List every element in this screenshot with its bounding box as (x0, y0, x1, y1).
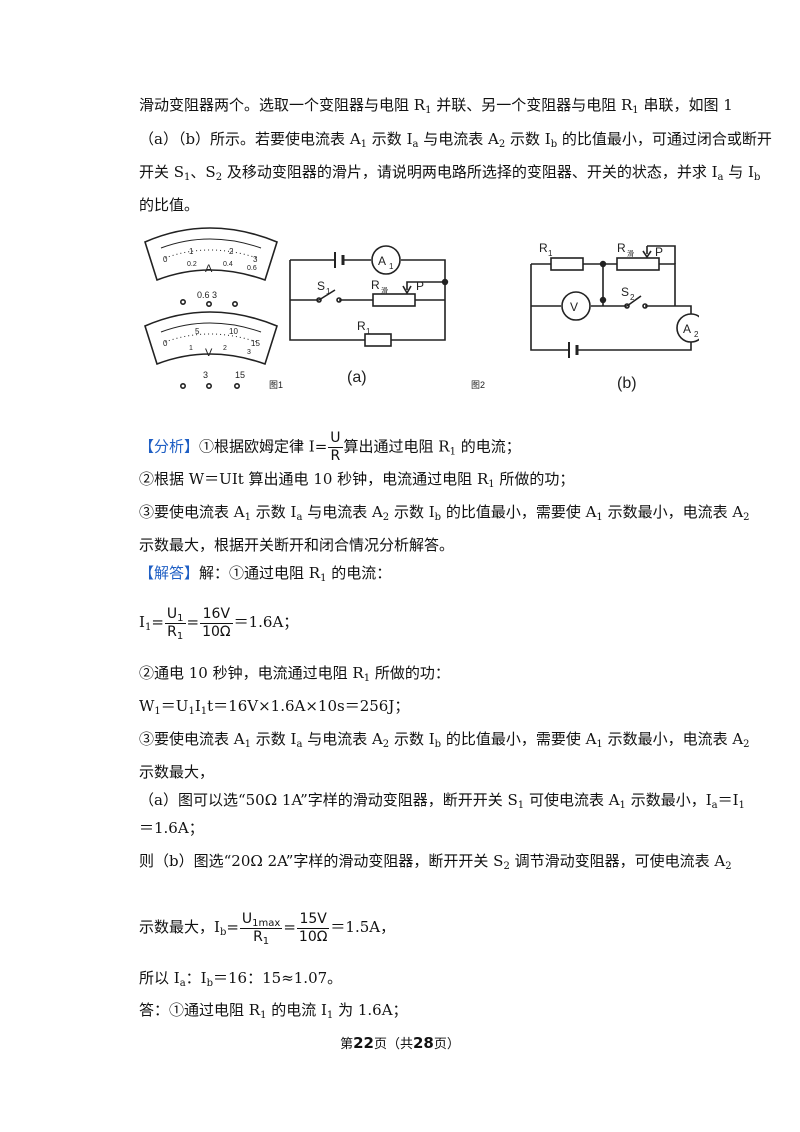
solution-line-2: ②通电 10 秒钟，电流通过电阻 R1 所做的功： (139, 664, 450, 684)
circuit-a-slider-label: P (416, 279, 424, 293)
solution-line-4: ③要使电流表 A1 示数 Ia 与电流表 A2 示数 Ib 的比值最小，需要使 … (139, 730, 750, 750)
circuit-a-resistor-label: R (357, 319, 366, 333)
ammeter-inner-2: 0.6 (247, 265, 257, 272)
analysis-line-3: ③要使电流表 A1 示数 Ia 与电流表 A2 示数 Ib 的比值最小，需要使 … (139, 503, 750, 523)
figure-2-label: 图2 (471, 380, 485, 390)
analysis-tag: 【分析】 (139, 437, 200, 456)
page-footer: 第22页（共28页） (340, 1034, 460, 1052)
circuit-a-ammeter: A (378, 254, 386, 268)
voltmeter-inner-2: 2 (223, 345, 227, 352)
svg-text:1: 1 (326, 287, 331, 296)
svg-text:2: 2 (694, 330, 699, 339)
page-number: 22 (353, 1034, 374, 1052)
voltmeter-inner-3: 3 (247, 349, 251, 356)
circuit-b-slider-label: P (655, 245, 663, 259)
circuit-a-label: (a) (347, 369, 367, 386)
problem-line-3: 开关 S1、S2 及移动变阻器的滑片，请说明两电路所选择的变阻器、开关的状态，并… (139, 163, 761, 183)
ammeter-scale-0: 0 (163, 255, 168, 264)
circuit-b-rheostat-label: R (617, 241, 626, 255)
ammeter-scale-3: 3 (253, 255, 258, 264)
circuit-b: R 1 R 滑 P V S 2 A 2 (b) (530, 241, 699, 392)
solution-line-6: （a）图可以选“50Ω 1A”字样的滑动变阻器，断开开关 S1 可使电流表 A1… (139, 791, 745, 811)
circuit-b-label: (b) (617, 375, 637, 392)
figure-1-label: 图1 (269, 380, 283, 390)
circuit-figures: 0 1 2 3 0.2 0.4 0.6 A 0.6 3 0 5 10 15 1 … (144, 227, 699, 392)
problem-line-4: 的比值。 (139, 196, 200, 214)
svg-text:滑: 滑 (381, 286, 388, 295)
voltmeter-scale-0: 0 (163, 339, 168, 348)
circuit-b-voltmeter: V (570, 300, 578, 314)
svg-text:2: 2 (630, 293, 635, 302)
svg-text:1: 1 (389, 262, 394, 271)
circuit-a: A 1 S 1 R 滑 P R 1 (a) (289, 245, 449, 386)
ammeter-scale-2: 2 (229, 247, 234, 256)
ammeter-letter: A (205, 263, 213, 275)
analysis-line-2: ②根据 W＝UIt 算出通电 10 秒钟，电流通过电阻 R1 所做的功； (139, 470, 575, 490)
analysis-line-4: 示数最大，根据开关断开和闭合情况分析解答。 (139, 536, 455, 554)
circuit-b-resistor-label: R (539, 241, 548, 255)
voltmeter-dial: 0 5 10 15 1 2 3 V 3 15 图1 (144, 311, 283, 390)
solution-line-5: 示数最大， (139, 763, 215, 781)
svg-text:1: 1 (366, 327, 371, 336)
ammeter-inner-0: 0.2 (187, 261, 197, 268)
svg-text:滑: 滑 (627, 249, 634, 258)
solution-line-8: 则（b）图选“20Ω 2A”字样的滑动变阻器，断开开关 S2 调节滑动变阻器，可… (139, 852, 732, 872)
page-total: 28 (413, 1034, 434, 1052)
solution-tag: 【解答】 (139, 564, 200, 582)
solution-line-3: W1＝U1I1t＝16V×1.6A×10s＝256J； (139, 697, 410, 717)
circuit-b-ammeter: A (683, 322, 691, 336)
circuit-a-rheostat-label: R (371, 278, 380, 292)
problem-line-2: （a）（b）所示。若要使电流表 A1 示数 Ia 与电流表 A2 示数 Ib 的… (139, 130, 772, 150)
circuit-b-switch-label: S (621, 285, 629, 299)
voltmeter-terminal-3: 3 (203, 370, 208, 380)
ammeter-inner-1: 0.4 (223, 261, 233, 268)
voltmeter-terminal-15: 15 (235, 370, 245, 380)
voltmeter-scale-15: 15 (251, 339, 260, 348)
solution-line-7: ＝1.6A； (139, 819, 204, 837)
ammeter-dial: 0 1 2 3 0.2 0.4 0.6 A 0.6 3 (144, 227, 278, 308)
ammeter-terminals: 0.6 3 (197, 290, 217, 300)
svg-text:1: 1 (548, 249, 553, 258)
solution-line-1: 【解答】解：①通过电阻 R1 的电流： (139, 564, 392, 584)
ammeter-scale-1: 1 (189, 247, 194, 256)
voltmeter-scale-5: 5 (195, 327, 200, 336)
circuit-a-switch-label: S (317, 279, 325, 293)
voltmeter-inner-1: 1 (189, 345, 193, 352)
voltmeter-letter: V (205, 347, 213, 359)
voltmeter-scale-10: 10 (229, 327, 238, 336)
solution-line-10: 所以 Ia：Ib＝16：15≈1.07。 (139, 969, 343, 989)
problem-line-1: 滑动变阻器两个。选取一个变阻器与电阻 R1 并联、另一个变阻器与电阻 R1 串联… (139, 96, 733, 116)
solution-line-11: 答：①通过电阻 R1 的电流 I1 为 1.6A； (139, 1001, 408, 1021)
